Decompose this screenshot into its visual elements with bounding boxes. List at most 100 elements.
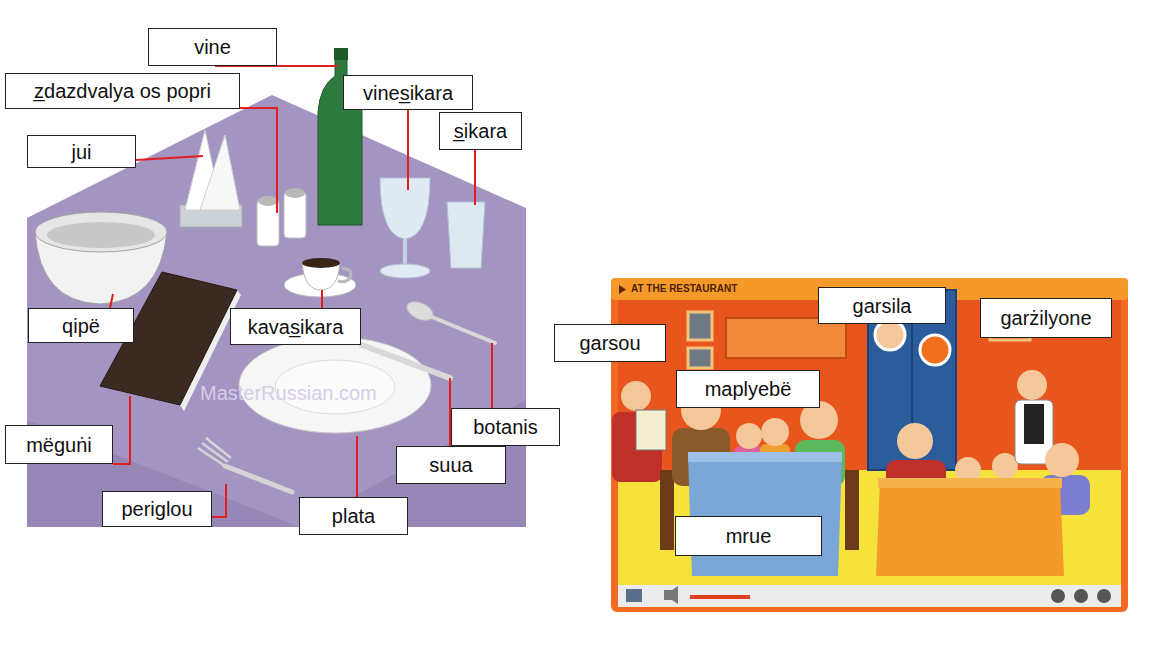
term-label: vine <box>148 28 277 66</box>
porthole <box>920 335 950 365</box>
glass-bowl <box>380 178 430 239</box>
term-label: s̲ikara <box>439 112 522 150</box>
bowl-inside <box>47 222 155 248</box>
term-text: plata <box>332 504 375 528</box>
screen-frame <box>611 278 1128 612</box>
term-label: plata <box>299 497 408 535</box>
term-text: kavas̲ikara <box>248 315 344 339</box>
term-text: mrue <box>726 524 772 548</box>
control-icon <box>1097 589 1111 603</box>
table-top <box>688 452 842 462</box>
watermark: MasterRussian.com <box>200 382 377 405</box>
term-label: jui <box>27 135 136 168</box>
term-label: suua <box>396 446 506 484</box>
term-label: garżilyone <box>980 298 1112 338</box>
leader-line <box>356 436 358 497</box>
term-label: vines̲ikara <box>343 75 473 110</box>
restaurant-scene <box>611 278 1128 612</box>
term-label: qipë <box>28 308 134 343</box>
leader-line <box>212 484 226 517</box>
term-label: mëguṅi <box>5 425 113 464</box>
table-top <box>878 478 1062 488</box>
orange-table <box>876 482 1064 576</box>
term-text: qipë <box>62 314 100 338</box>
term-label: z̲dazdvalya os popri <box>5 73 240 109</box>
term-text: suua <box>429 453 472 477</box>
term-text: mëguṅi <box>26 433 92 457</box>
control-bar <box>618 585 1121 607</box>
glass-stem <box>403 239 407 266</box>
bowl <box>35 212 167 304</box>
leader-line <box>113 396 130 464</box>
napkin <box>180 130 242 227</box>
wall-panel <box>726 318 846 358</box>
fork-handle <box>225 466 292 492</box>
shaker-top <box>258 196 278 206</box>
coffee <box>302 258 340 268</box>
grandma-head <box>1045 443 1079 477</box>
bowl-rim <box>35 212 167 252</box>
spoon-bowl <box>404 298 436 324</box>
wine-glass <box>380 178 430 278</box>
chair <box>845 470 859 550</box>
term-label: mrue <box>675 516 822 556</box>
waiter-head <box>621 381 651 411</box>
girl-head <box>736 423 762 449</box>
leader-line <box>474 150 476 205</box>
term-text: vine <box>194 35 231 59</box>
leader-line <box>136 156 203 160</box>
shaker-top <box>285 188 305 198</box>
knife <box>362 345 450 378</box>
bottle-cap <box>334 48 348 60</box>
fork <box>198 438 292 492</box>
child-head <box>992 453 1018 479</box>
speaker-icon <box>664 586 678 604</box>
play-triangle <box>619 285 626 294</box>
leader-line <box>240 108 277 213</box>
term-label: maplyebë <box>676 370 820 408</box>
cup <box>284 258 356 297</box>
glass-base <box>380 264 430 278</box>
term-label: periglou <box>102 491 212 527</box>
boy-head <box>761 418 789 446</box>
printer-icon <box>626 589 642 602</box>
leader-line <box>407 110 409 190</box>
term-text: garsila <box>853 294 912 318</box>
term-text: z̲dazdvalya os popri <box>34 79 211 103</box>
leader-line <box>321 290 323 308</box>
cup-handle <box>338 268 351 282</box>
waiter-vest <box>1024 404 1044 444</box>
term-text: jui <box>71 140 91 164</box>
chair <box>660 470 674 550</box>
water-glass <box>447 202 485 268</box>
screen-title: AT THE RESTAURANT <box>631 283 737 294</box>
grandpa-head <box>897 423 933 459</box>
chef-window <box>875 320 905 350</box>
term-text: vines̲ikara <box>363 81 453 105</box>
term-text: garżilyone <box>1000 306 1091 330</box>
menu-board <box>636 410 666 450</box>
term-text: periglou <box>121 497 192 521</box>
term-text: maplyebë <box>705 377 792 401</box>
term-text: botanis <box>473 415 538 439</box>
volume-bar <box>690 595 750 599</box>
term-label: garsou <box>554 324 666 362</box>
term-text: garsou <box>579 331 640 355</box>
leader-line <box>110 294 113 308</box>
picture-frame <box>688 348 712 368</box>
term-label: garsila <box>818 287 946 324</box>
control-icon <box>1074 589 1088 603</box>
salt-pepper <box>257 188 306 246</box>
fork-tines <box>198 438 231 466</box>
napkin-fold <box>200 135 240 210</box>
picture-frame <box>688 312 712 340</box>
spoon <box>404 298 495 343</box>
shaker <box>257 200 279 246</box>
shaker <box>284 192 306 238</box>
term-label: botanis <box>451 408 560 446</box>
term-text: s̲ikara <box>454 119 507 143</box>
control-icon <box>1051 589 1065 603</box>
spoon-handle <box>432 317 495 343</box>
leader-line <box>491 343 493 408</box>
